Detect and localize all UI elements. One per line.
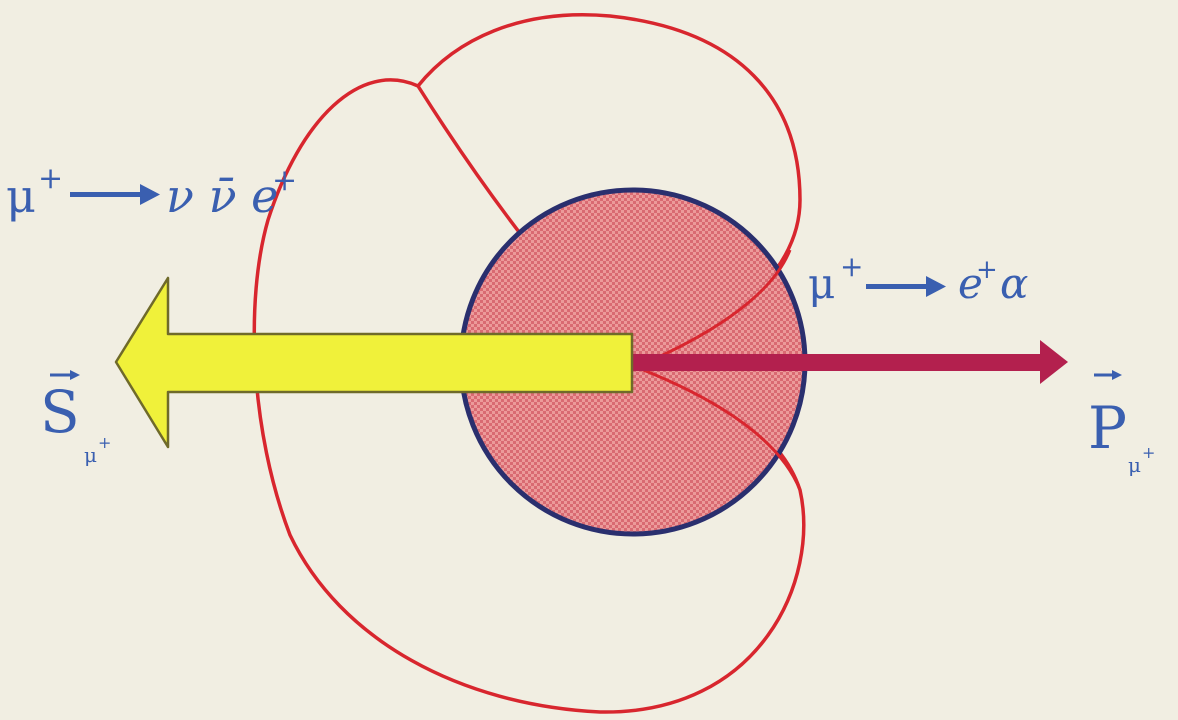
momentum-subscript-charge: + <box>1142 443 1155 462</box>
momentum-subscript: μ <box>1128 453 1141 477</box>
momentum-symbol: P <box>1088 394 1127 462</box>
momentum-label: P μ + <box>1088 370 1155 477</box>
momentum-arrow <box>630 340 1068 384</box>
exotic-decay-charge: + <box>840 250 863 283</box>
standard-decay-particle: μ <box>6 169 36 223</box>
standard-decay-products: ν ν̄ e <box>166 169 278 223</box>
exotic-decay-label: μ + e + α <box>808 250 1028 308</box>
exotic-decay-positron-charge: + <box>976 255 998 285</box>
exotic-decay-positron: e <box>958 259 983 308</box>
standard-decay-arrow-icon <box>70 184 160 205</box>
positron-angular-distribution-curve <box>252 13 806 714</box>
standard-decay-charge: + <box>38 161 63 196</box>
standard-decay-product-charge: + <box>272 163 297 198</box>
spin-arrow <box>114 276 634 449</box>
exotic-decay-arrow-icon <box>866 276 946 297</box>
spin-vector-arrowhead <box>70 370 80 380</box>
spin-subscript: μ <box>84 443 97 467</box>
exotic-decay-particle: μ <box>808 259 835 308</box>
spin-subscript-charge: + <box>98 433 111 452</box>
momentum-vector-arrowhead <box>1112 370 1122 380</box>
curve-inner-lower <box>635 365 802 491</box>
standard-decay-label: μ + ν ν̄ e + <box>6 161 297 223</box>
spin-label: S μ + <box>40 370 111 467</box>
exotic-decay-boson: α <box>1000 259 1028 308</box>
spin-symbol: S <box>40 378 80 446</box>
